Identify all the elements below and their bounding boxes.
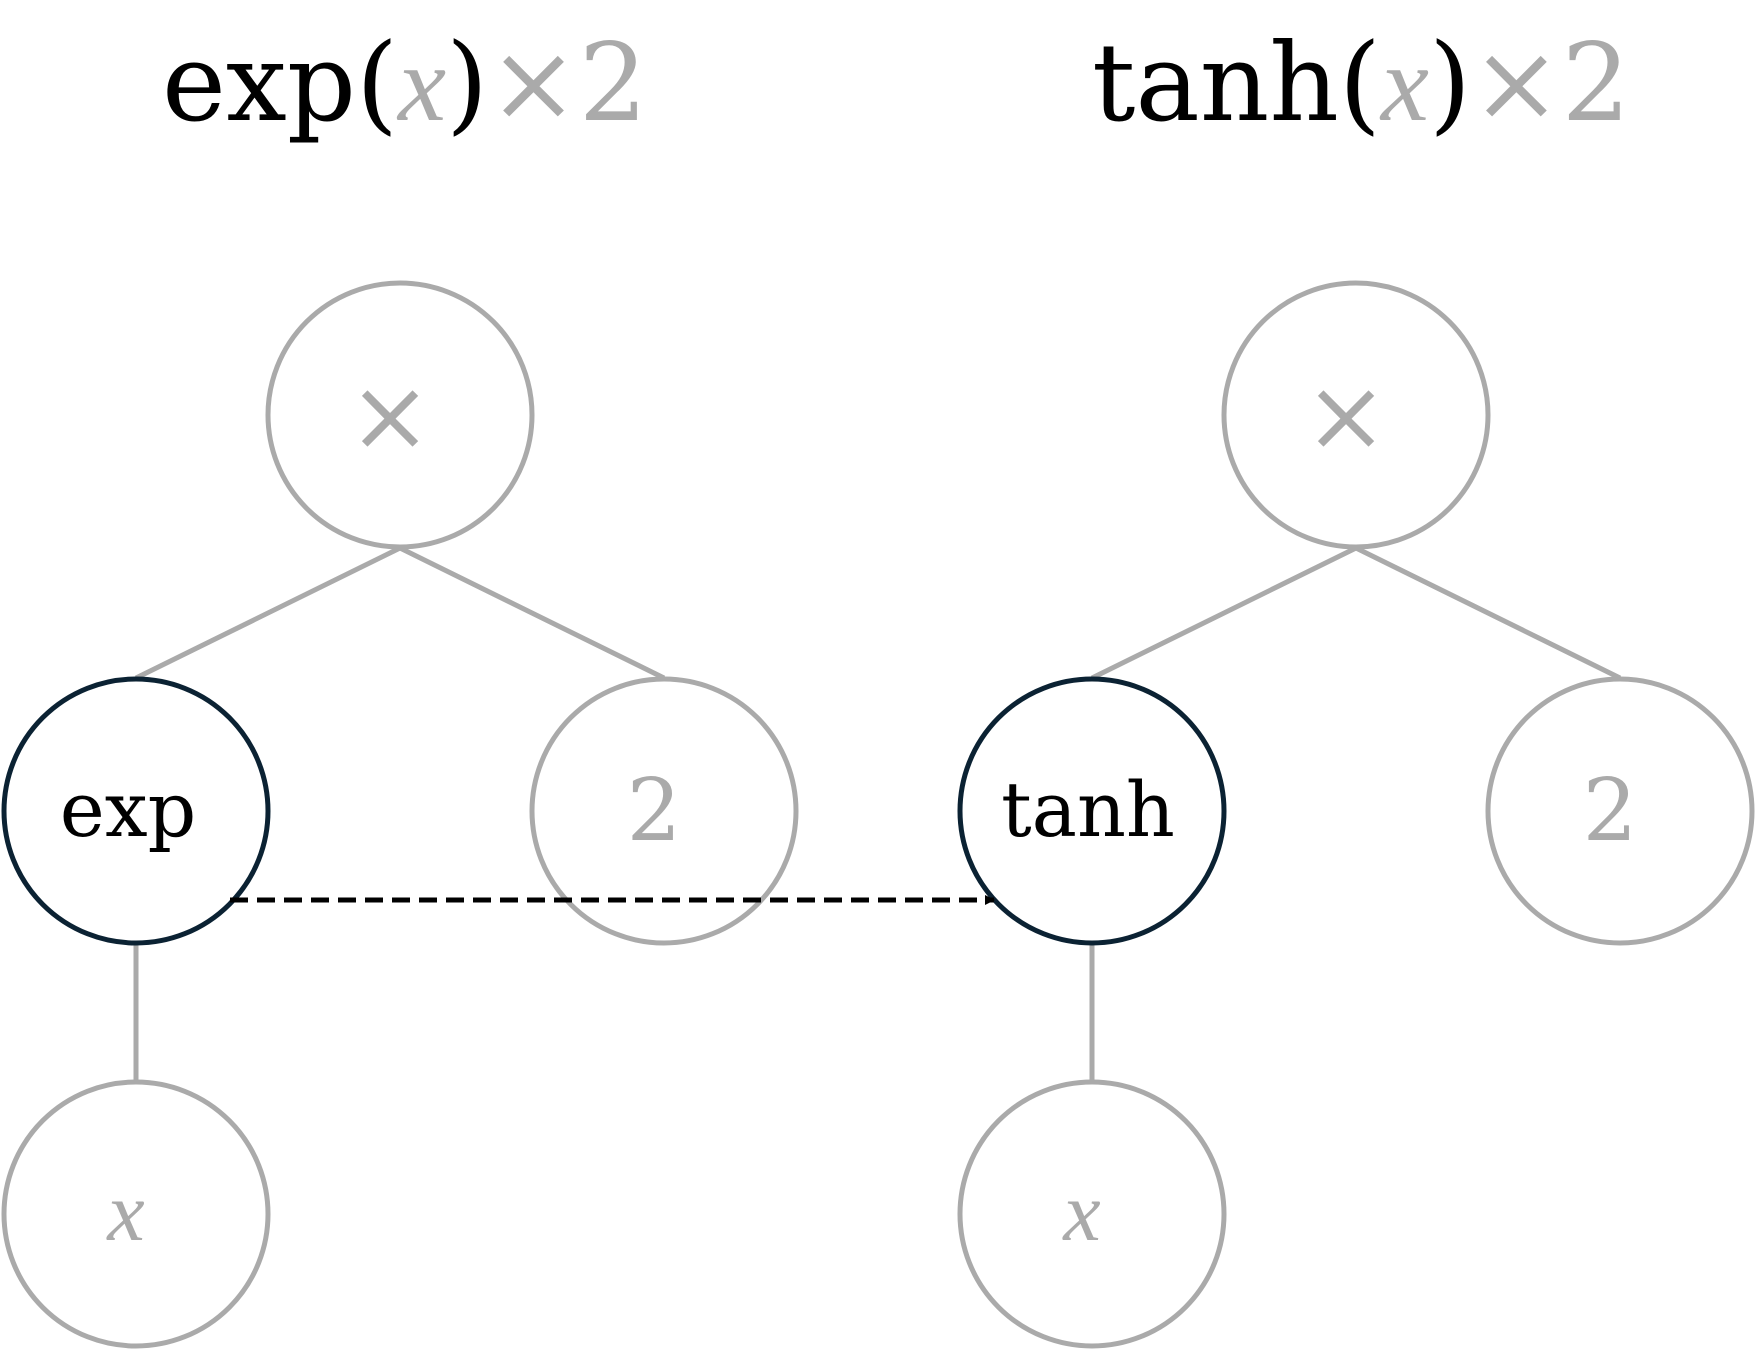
left-const-node (529, 676, 799, 946)
left-edge-root-to-const (398, 545, 666, 681)
left-title-num: 2 (579, 21, 648, 146)
left-title-op: × (488, 21, 579, 146)
right-func-label: tanh (1001, 765, 1175, 854)
right-leaf-node (957, 1079, 1227, 1349)
right-edge-root-to-func (1090, 545, 1358, 681)
right-expression-title: tanh(x)×2 (1092, 21, 1630, 146)
right-edge-root-to-const (1354, 545, 1622, 681)
left-const-label: 2 (627, 761, 682, 861)
right-title-func: tanh (1092, 21, 1339, 146)
left-root-label: × (348, 357, 432, 474)
left-root-node (265, 280, 535, 550)
left-title-var: x (396, 25, 446, 144)
right-title-var: x (1379, 25, 1429, 144)
right-root-node (1221, 280, 1491, 550)
right-const-label: 2 (1583, 761, 1638, 861)
right-func-node (957, 676, 1227, 946)
left-edge-root-to-func (134, 545, 402, 681)
right-title-op: × (1471, 21, 1562, 146)
right-title-close-paren: ) (1429, 21, 1471, 146)
left-leaf-label: x (105, 1166, 144, 1259)
left-title-open-paren: ( (356, 21, 398, 146)
left-title-func: exp (162, 21, 356, 146)
left-func-node (1, 676, 271, 946)
left-func-label: exp (60, 765, 197, 854)
right-title-num: 2 (1562, 21, 1631, 146)
right-leaf-label: x (1061, 1166, 1100, 1259)
right-const-node (1485, 676, 1755, 946)
right-title-open-paren: ( (1339, 21, 1381, 146)
right-root-label: × (1304, 357, 1388, 474)
left-expression-title: exp(x)×2 (162, 21, 647, 146)
left-leaf-node (1, 1079, 271, 1349)
left-title-close-paren: ) (446, 21, 488, 146)
